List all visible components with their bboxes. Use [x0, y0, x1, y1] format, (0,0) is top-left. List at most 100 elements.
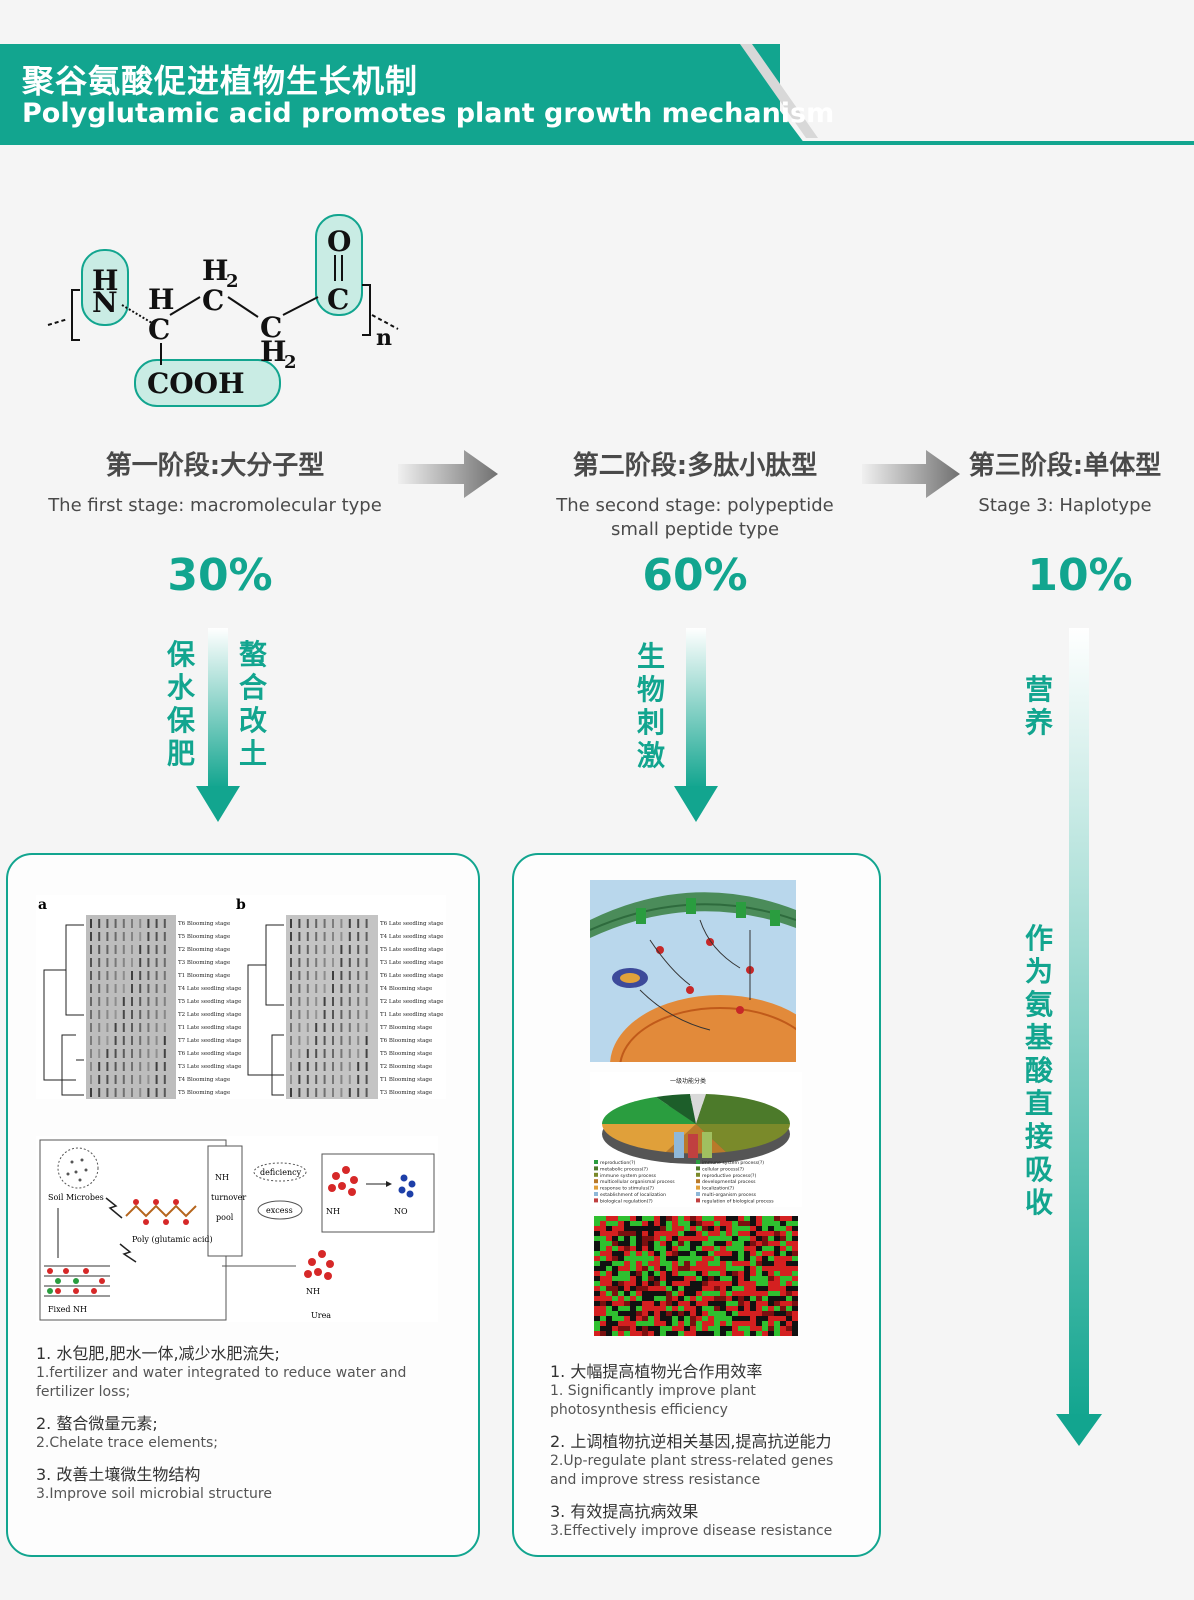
effect-1-en: 1. Significantly improve plant photosynt… [550, 1383, 756, 1418]
gel-row-label: T5 Late seedling stage [178, 999, 241, 1005]
pie-legend-entry: metabolic process(?) [600, 1166, 648, 1172]
benefit-1-en: 1.fertilizer and water integrated to red… [36, 1365, 407, 1400]
tag-biostimulation: 生物刺激 [636, 640, 665, 772]
gel-row-label: T1 Late seedling stage [380, 1012, 443, 1018]
stage1-title-en: The first stage: macromolecular type [48, 495, 382, 516]
stage2-title-cn: 第二阶段:多肽小肽型 [572, 451, 818, 481]
atom-c-alpha: C [148, 313, 170, 346]
gel-row-label: T5 Blooming stage [178, 934, 230, 940]
fig-a-label: a [38, 897, 47, 913]
fixed-nh4-label: Fixed NH [48, 1305, 87, 1314]
stage2-percent: 60% [642, 550, 748, 601]
go-function-pie-figure: 一级功能分类 reproduction(?)metabolic process(… [590, 1072, 802, 1207]
pool-label-2: turnover [211, 1193, 246, 1202]
stage1-down-arrow [196, 628, 240, 822]
atom-o: O [327, 225, 351, 258]
nh-highlight [81, 249, 129, 326]
subscript-2-bottom: 2 [284, 352, 297, 373]
atom-h2-top: H [202, 254, 228, 287]
gel-bands-a [90, 919, 166, 1097]
atom-h2-bottom: H [260, 335, 286, 368]
page-title-en: Polyglutamic acid promotes plant growth … [22, 98, 835, 129]
pga-structure-diagram: H N H C H 2 C C H 2 O C COOH n [47, 214, 399, 407]
stage1-percent: 30% [167, 550, 273, 601]
gel-row-label: T3 Blooming stage [178, 960, 230, 966]
gel-row-label: T7 Late seedling stage [178, 1038, 241, 1044]
page-title-cn: 聚谷氨酸促进植物生长机制 [22, 62, 419, 100]
gene-expression-heatmap [594, 1216, 798, 1336]
stage2-down-arrow [674, 628, 718, 822]
benefit-2-cn: 2. 螯合微量元素; [36, 1414, 158, 1433]
tag-chelation-soil-improvement: 螯合改土 [238, 638, 267, 770]
gel-row-label: T7 Blooming stage [380, 1025, 432, 1031]
gel-row-label: T1 Blooming stage [380, 1077, 432, 1083]
atom-c-right: C [260, 311, 282, 344]
atom-c-carbonyl: C [327, 283, 349, 316]
pool-label-3: pool [216, 1213, 234, 1222]
gel-row-label: T1 Late seedling stage [178, 1025, 241, 1031]
group-cooh: COOH [147, 367, 245, 400]
soil-microbes-label: Soil Microbes [48, 1193, 104, 1202]
stage2-benefits-list: 1. 大幅提高植物光合作用效率 1. Significantly improve… [550, 1350, 860, 1541]
pie-legend-entry: cellular process(?) [702, 1166, 744, 1172]
stage3-title-cn: 第三阶段:单体型 [968, 451, 1162, 481]
pie-legend-entry: developmental process [702, 1179, 756, 1185]
gel-row-label: T2 Late seedling stage [178, 1012, 241, 1018]
pie-legend-entry: response to stimulus(?) [600, 1186, 654, 1192]
gel-row-label: T3 Blooming stage [380, 1090, 432, 1096]
gel-row-label: T5 Blooming stage [178, 1090, 230, 1096]
header-rule [0, 141, 1194, 145]
gel-row-label: T1 Blooming stage [178, 973, 230, 979]
effect-2-cn: 2. 上调植物抗逆相关基因,提高抗逆能力 [550, 1432, 832, 1451]
pie-legend-entry: localization(?) [702, 1186, 734, 1192]
gel-row-label: T4 Late seedling stage [178, 986, 241, 992]
benefit-2-en: 2.Chelate trace elements; [36, 1435, 218, 1451]
stage3-title-en: Stage 3: Haplotype [978, 495, 1152, 516]
left-bracket [71, 289, 80, 341]
gel-row-label: T6 Late seedling stage [178, 1051, 241, 1057]
cell-signaling-figure [590, 880, 796, 1062]
pie-legend-entry: reproductive process(?) [702, 1173, 756, 1179]
gel-row-label: T6 Blooming stage [178, 921, 230, 927]
gel-bands-b [290, 919, 368, 1097]
no3-label: NO [394, 1207, 408, 1216]
stage2-title-en: The second stage: polypeptide small pept… [556, 495, 834, 540]
benefit-1-cn: 1. 水包肥,肥水一体,减少水肥流失; [36, 1344, 280, 1363]
benefit-3-en: 3.Improve soil microbial structure [36, 1486, 272, 1502]
subscript-2-top: 2 [226, 271, 239, 292]
stage1-title-cn: 第一阶段:大分子型 [105, 451, 325, 481]
pie-legend-entry: biological regulation(?) [600, 1198, 653, 1204]
gel-row-label: T6 Late seedling stage [380, 973, 443, 979]
gel-row-label: T3 Late seedling stage [380, 960, 443, 966]
gel-row-label: T2 Late seedling stage [380, 999, 443, 1005]
stage-arrow-2-to-3 [862, 450, 960, 498]
pie-legend-entry: regulation of biological process [702, 1198, 774, 1204]
stage1-benefits-list: 1. 水包肥,肥水一体,减少水肥流失; 1.fertilizer and wat… [36, 1332, 446, 1504]
cooh-highlight [134, 359, 281, 407]
benefit-3-cn: 3. 改善土壤微生物结构 [36, 1465, 201, 1484]
gel-row-label: T2 Blooming stage [380, 1064, 432, 1070]
gel-row-label: T4 Blooming stage [380, 986, 432, 992]
pie-legend-entry: multicellular organismal process [600, 1179, 675, 1185]
fig-b-label: b [236, 897, 246, 913]
tag-water-fertilizer-retention: 保水保肥 [166, 638, 195, 770]
effect-3-cn: 3. 有效提高抗病效果 [550, 1502, 699, 1521]
tag-nutrition: 营养 [1024, 673, 1053, 739]
tag-direct-amino-absorption: 作为氨基酸直接吸收 [1024, 922, 1053, 1219]
gel-row-label: T4 Late seedling stage [380, 934, 443, 940]
effect-2-en: 2.Up-regulate plant stress-related genes… [550, 1453, 834, 1488]
header-band [0, 44, 780, 144]
atom-n: N [92, 286, 118, 319]
atom-h-alpha: H [148, 283, 174, 316]
nh4-label: NH [326, 1207, 340, 1216]
stage-arrow-1-to-2 [398, 450, 498, 498]
gel-row-label: T3 Late seedling stage [178, 1064, 241, 1070]
pie-legend-entry: immune system process [600, 1173, 657, 1179]
gel-row-label: T2 Blooming stage [178, 947, 230, 953]
effect-1-cn: 1. 大幅提高植物光合作用效率 [550, 1362, 763, 1381]
pie-legend-entry: reproduction(?) [600, 1160, 636, 1166]
right-bracket [362, 284, 371, 336]
carbonyl-highlight [315, 214, 363, 316]
pool-label-1: NH [215, 1173, 229, 1182]
